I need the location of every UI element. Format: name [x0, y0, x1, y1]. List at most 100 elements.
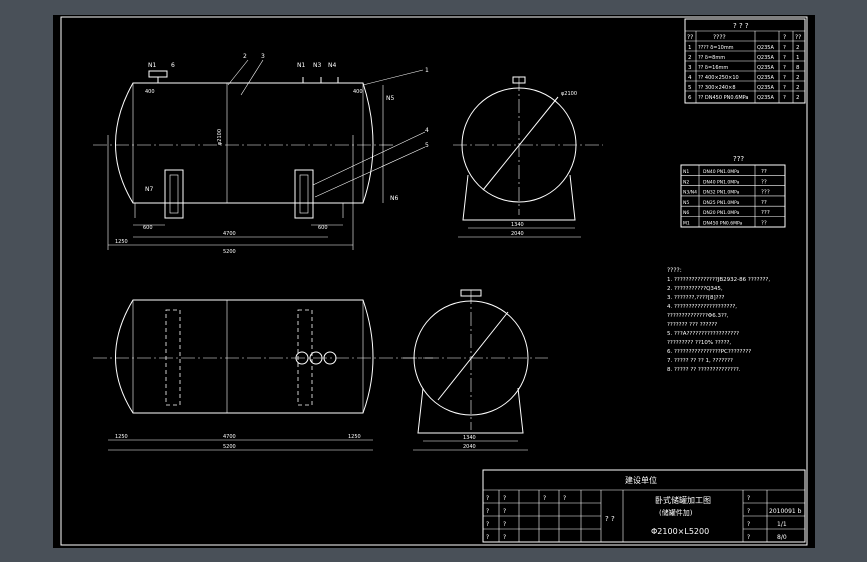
tb-spec: Φ2100×L5200 [651, 527, 709, 536]
drawing-frame [60, 16, 808, 546]
parts-row-name: ?? δ=8mm [698, 55, 725, 61]
parts-row-no: 3 [688, 65, 692, 71]
tb-title-1: 卧式储罐加工图 [655, 495, 711, 505]
parts-row-qty: 8 [796, 65, 800, 71]
dim-side-bottom-1340: 1340 [463, 435, 476, 441]
leader-3 [240, 59, 264, 96]
front-view: N1 6 2 3 N1 N3 N4 1 4 5 N7 N5 N6 400 125… [93, 53, 429, 255]
notes-line: 6. ????????????????PC???????? [667, 349, 751, 355]
nozzle-row-use: ??? [761, 190, 770, 196]
notes-line: 4. ?????????????????????, [667, 304, 737, 310]
nozzle-row-spec: DN40 PN1.0MPa [703, 169, 740, 175]
nozzle-row-spec: DN40 PN1.0MPa [703, 179, 740, 185]
drawing-sheet[interactable]: N1 6 2 3 N1 N3 N4 1 4 5 N7 N5 N6 400 125… [53, 15, 815, 548]
parts-row-unit: ? [783, 85, 786, 91]
parts-row-name: ?? δ=16mm [698, 65, 728, 71]
notes-line: 7. ????? ?? ?? 1, ??????? [667, 358, 733, 364]
parts-row-qty: 2 [796, 75, 800, 81]
parts-row-material: Q235A [757, 65, 774, 71]
parts-row-unit: ? [783, 75, 786, 81]
cad-drawing: N1 6 2 3 N1 N3 N4 1 4 5 N7 N5 N6 400 125… [60, 16, 808, 546]
notes-lines: 1. ???????????????JB2932-86 ???????,2. ?… [667, 277, 770, 373]
parts-th-0: ?? [687, 34, 693, 41]
tb-cell-a1: ? [486, 495, 489, 502]
technical-notes: ????: 1. ???????????????JB2932-86 ??????… [667, 267, 770, 373]
parts-row-no: 1 [688, 45, 692, 51]
tb-cell-r4: ? [747, 534, 750, 541]
nozzle-row-use: ?? [761, 221, 767, 227]
nozzle-row-mark: M1 [683, 221, 690, 227]
nozzle-row-mark: N3/N4 [683, 190, 697, 196]
tb-drawing-no: 2010091 b [769, 508, 802, 515]
nozzle-row-use: ??? [761, 210, 770, 216]
label-n6: N6 [390, 195, 398, 202]
nozzle-side-bottom [460, 289, 482, 297]
plan-dim-5200: 5200 [223, 444, 236, 450]
notes-line: ??????????????Φ6.3??, [667, 313, 729, 319]
nozzle-row-mark: N2 [683, 179, 689, 185]
nozzle-side-top [512, 76, 526, 84]
tank-shell-front [115, 82, 374, 204]
nozzle-table-title: ??? [733, 155, 744, 163]
parts-table-title: ? ? ? [733, 22, 749, 30]
parts-row-material: Q235A [757, 75, 774, 81]
saddle-side-top [462, 174, 576, 221]
leader-4 [312, 131, 426, 186]
dim-1250: 1250 [115, 239, 128, 245]
nozzle-row-mark: N5 [683, 200, 689, 206]
notes-line: 3. ???????,????[8]??? [667, 295, 724, 301]
tb-cell-a3: ? [543, 495, 546, 502]
tb-scale: 8/0 [777, 534, 787, 541]
label-n1: N1 [148, 62, 156, 69]
plan-dim-4700: 4700 [223, 434, 236, 440]
nozzle-row-use: ?? [761, 200, 767, 206]
parts-row-material: Q235A [757, 45, 774, 51]
dim-side-bottom-2040: 2040 [463, 444, 476, 450]
nozzle-row-spec: DN25 PN1.0MPa [703, 200, 740, 206]
diagonal-top [482, 96, 559, 191]
saddle-right-inner [299, 174, 309, 214]
plan-nozzle-3 [323, 351, 337, 365]
plan-saddle-left [165, 309, 181, 406]
plan-saddle-right [297, 309, 313, 406]
parts-th-1: ???? [713, 34, 726, 41]
label-5: 5 [425, 142, 429, 149]
parts-row-name: ?? 300×240×8 [698, 85, 736, 91]
tb-cell-d2: ? [503, 534, 506, 541]
dim-400-right: 400 [353, 89, 363, 95]
parts-row-no: 5 [688, 85, 692, 91]
parts-row-material: Q235A [757, 55, 774, 61]
parts-row-unit: ? [783, 65, 786, 71]
tb-cell-r3: ? [747, 521, 750, 528]
tb-cell-c2: ? [503, 521, 506, 528]
saddle-right [294, 169, 314, 219]
parts-row-no: 2 [688, 55, 692, 61]
tb-cell-a4: ? [563, 495, 566, 502]
dim-side-top-1340: 1340 [511, 222, 524, 228]
title-block-frame [482, 469, 806, 543]
dim-600-left: 600 [143, 225, 153, 231]
plan-nozzle-2 [309, 351, 323, 365]
dim-4700: 4700 [223, 231, 236, 237]
parts-row-no: 6 [688, 95, 692, 101]
notes-title: ????: [667, 267, 682, 274]
parts-th-5: ?? [795, 34, 801, 41]
nozzle-row-use: ?? [761, 179, 767, 185]
nozzle-row-spec: DN32 PN1.0MPa [703, 190, 740, 196]
diagonal-bottom [437, 311, 509, 401]
notes-line: 8. ????? ?? ??????????????. [667, 367, 741, 373]
parts-row-qty: 2 [796, 95, 800, 101]
leader-1 [362, 69, 424, 86]
dim-600-right: 600 [318, 225, 328, 231]
parts-row-name: ?? 400×250×10 [698, 75, 739, 81]
nozzle-row-spec: DN450 PN0.6MPa [703, 221, 742, 227]
plan-view: 1250 4700 5200 1250 [93, 299, 433, 451]
label-n1b: N1 [297, 62, 305, 69]
nozzle-row-use: ?? [761, 169, 767, 175]
label-6: 6 [171, 62, 175, 69]
parts-row-unit: ? [783, 95, 786, 101]
parts-row-unit: ? [783, 55, 786, 61]
nozzle-row-mark: N6 [683, 210, 689, 216]
tb-cell-a2: ? [503, 495, 506, 502]
